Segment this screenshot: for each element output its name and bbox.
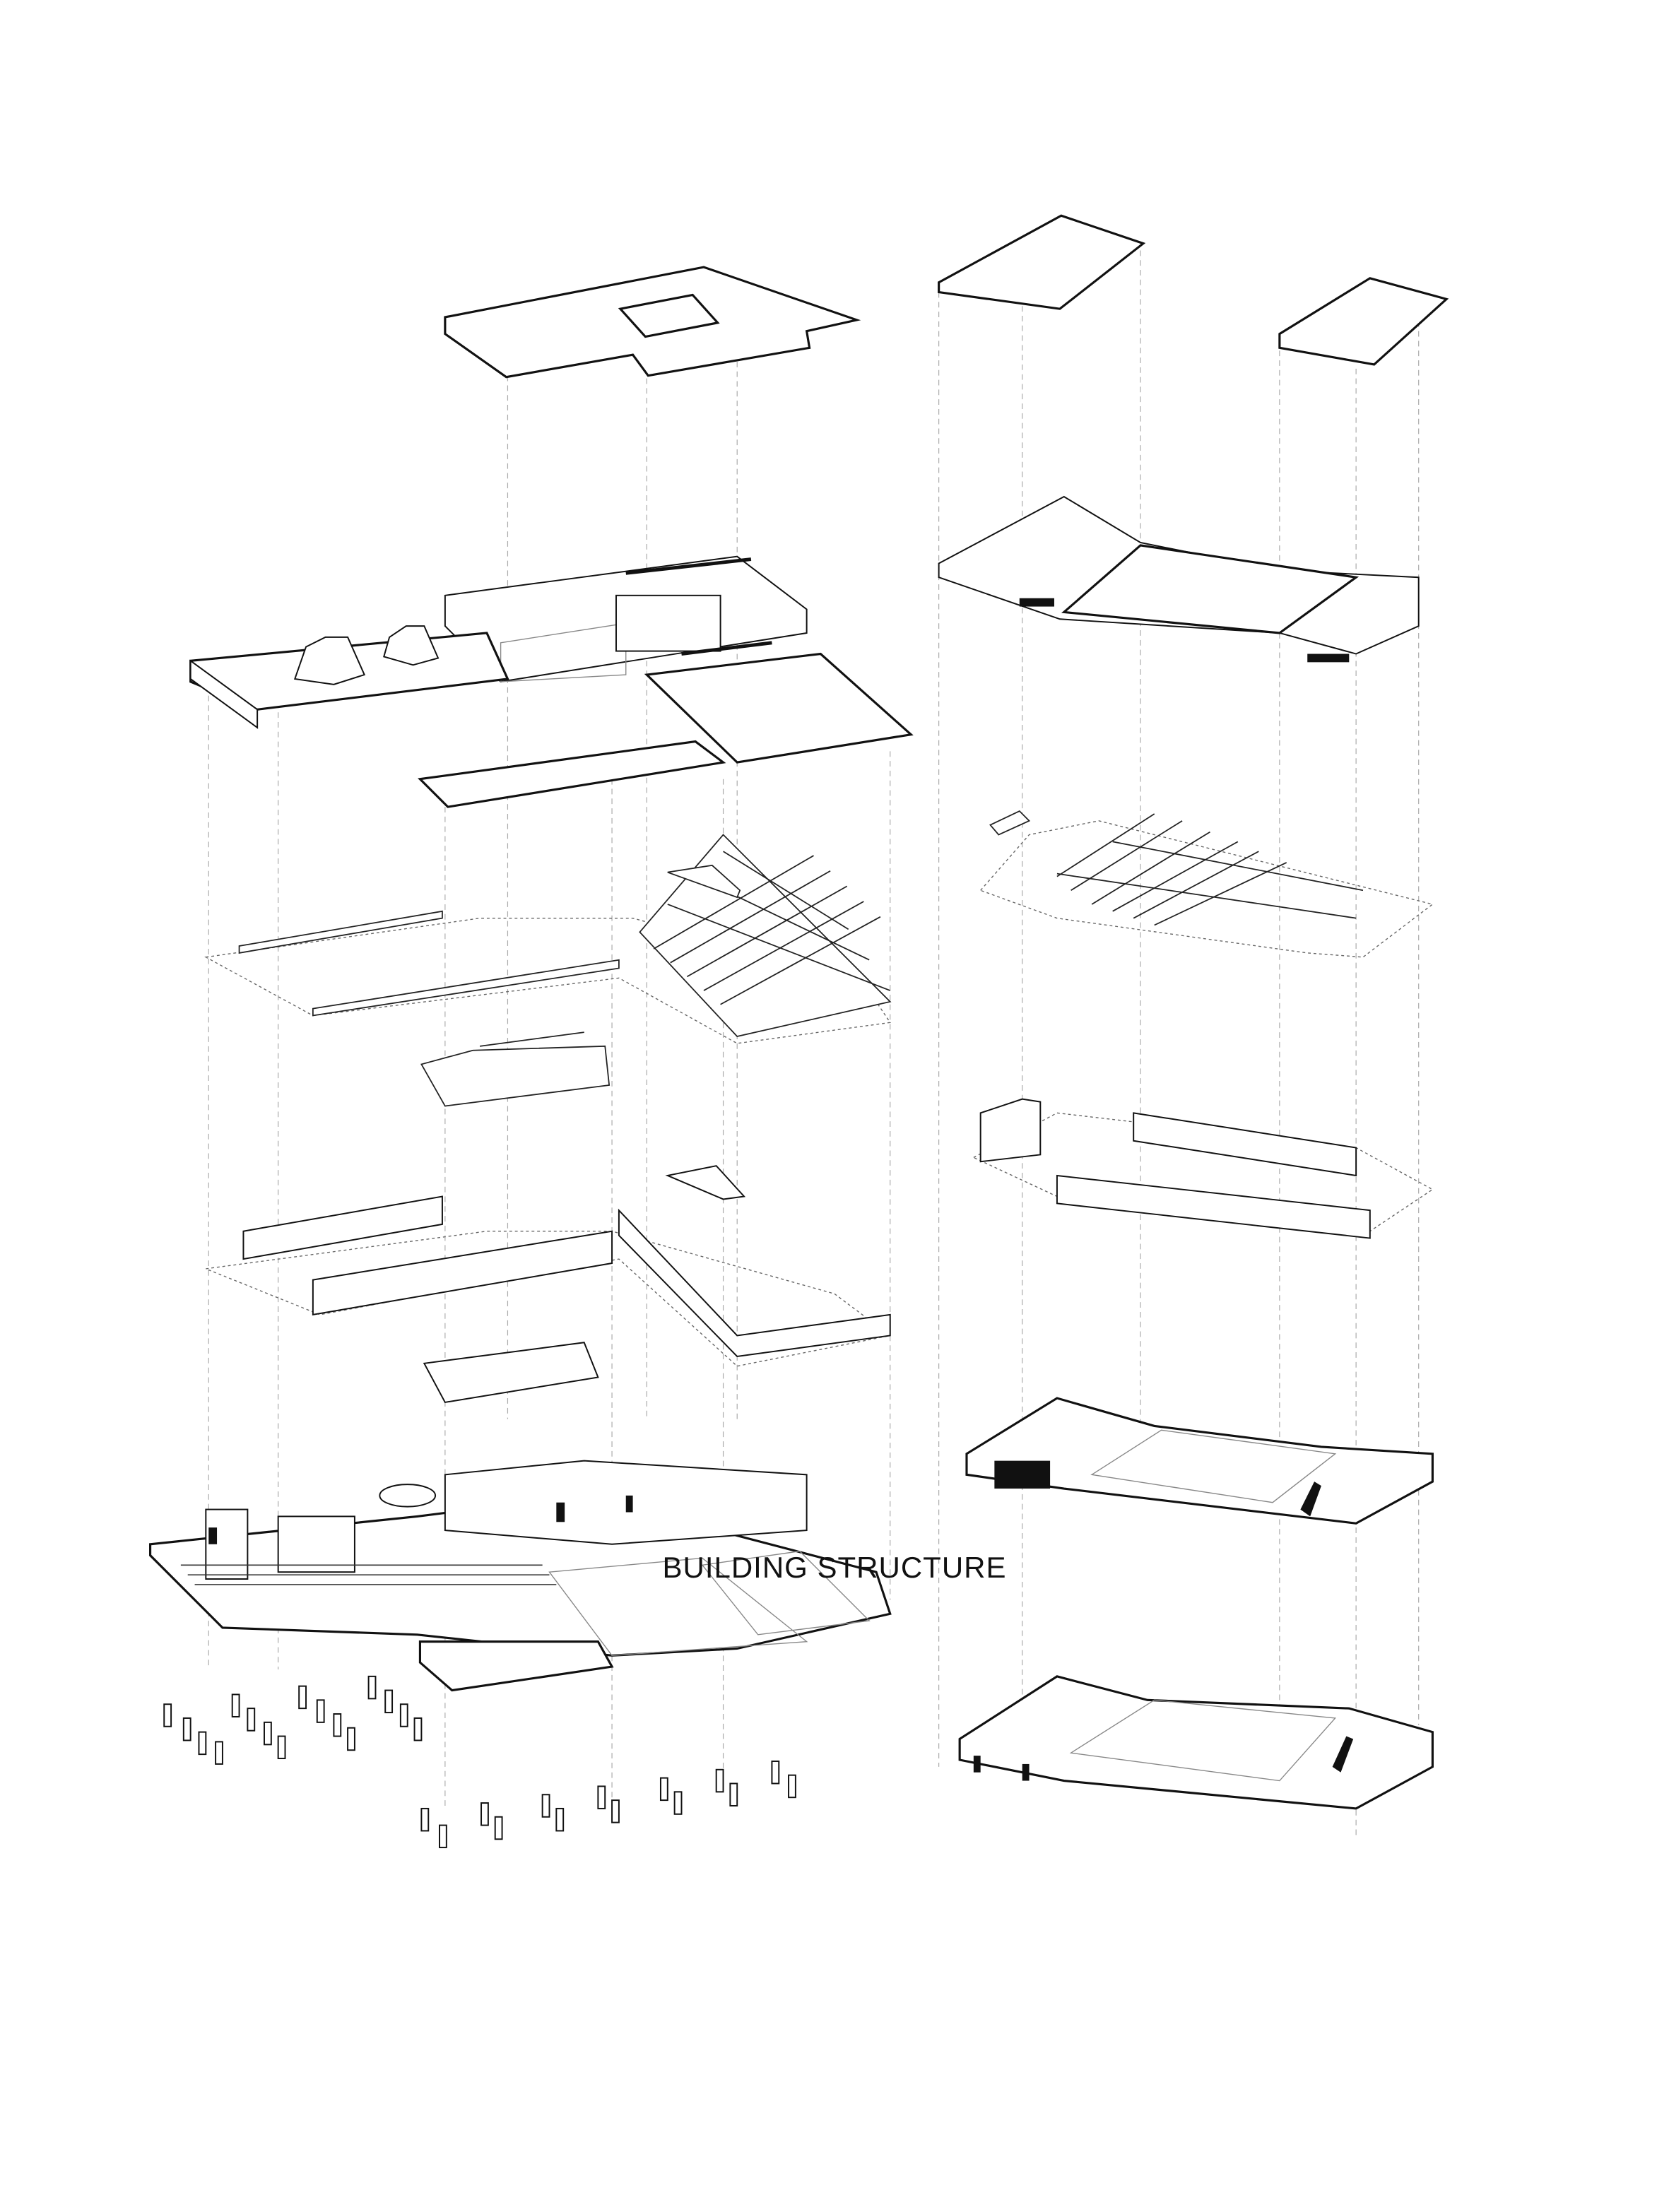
diagram-title: BUILDING STRUCTURE [662, 1551, 1007, 1584]
right-upper-floor [938, 495, 1420, 663]
right-first-floor [965, 1397, 1434, 1525]
right-wall-level [972, 1098, 1434, 1239]
right-beam-level [979, 810, 1434, 958]
left-cone-roof [189, 625, 914, 808]
pergola-grid [653, 851, 891, 1005]
left-roof-slab [444, 266, 861, 379]
right-ground-floor [958, 1675, 1434, 1810]
left-wall-level [204, 1165, 892, 1404]
right-roof-slabs [938, 214, 1449, 366]
left-ground-floor [149, 1460, 892, 1692]
left-beam-level [204, 834, 892, 1107]
foundation-piles [163, 1675, 796, 1849]
left-upper-floor [444, 555, 808, 682]
